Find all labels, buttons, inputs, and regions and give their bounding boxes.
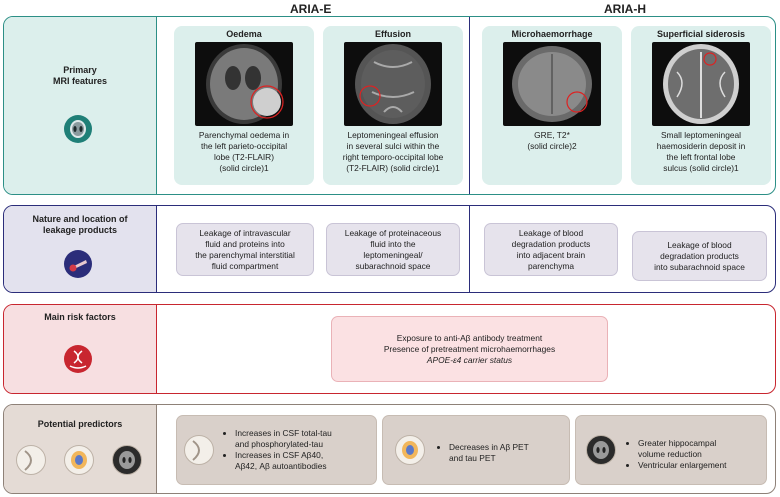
predictor-group-mri: Greater hippocampal volume reduction Ven… [575, 415, 767, 485]
caption-line: Parenchymal oedema in [198, 130, 290, 140]
mri-image-oedema [195, 42, 293, 126]
mri-image-siderosis [652, 42, 750, 126]
mri-image-microhaemorrhage [503, 42, 601, 126]
leakage-box-siderosis: Leakage of blood degradation products in… [632, 231, 767, 281]
leakage-label: Nature and location of leakage products [32, 214, 128, 235]
risk-line-apoe: APOE-ε4 carrier status [426, 354, 513, 365]
aria-divider [469, 206, 470, 292]
mri-label-panel [4, 17, 157, 194]
card-title-oedema: Oedema [226, 29, 262, 39]
aria-divider [469, 17, 470, 194]
caption-line: in several sulci within the [346, 141, 440, 151]
caption-line: (solid circle)2 [527, 141, 577, 151]
section-mri-features: Primary MRI features Oedema Parenchymal … [3, 16, 776, 195]
brain-icon [64, 115, 92, 143]
caption-line: sulcus (solid circle)1 [663, 163, 739, 173]
section-predictors: Potential predictors Increases in CSF to… [3, 404, 776, 494]
predictor-item: Ventricular enlargement [638, 460, 768, 471]
mri-brain-icon [112, 445, 142, 475]
caption-line: Leptomeningeal effusion [347, 130, 439, 140]
caption-line: (T2-FLAIR) (solid circle)1 [346, 163, 440, 173]
leakage-box-effusion: Leakage of proteinaceous fluid into the … [326, 223, 460, 276]
vessel-leak-icon [64, 250, 92, 278]
csf-icon [16, 445, 46, 475]
section-risk-factors: Main risk factors Exposure to anti-Aβ an… [3, 304, 776, 394]
predictor-item: Greater hippocampal volume reduction [638, 438, 768, 460]
risk-line-antibody: Exposure to anti-Aβ antibody treatment [396, 332, 543, 343]
mri-image-effusion [344, 42, 442, 126]
predictor-item: Decreases in Aβ PET and tau PET [449, 442, 569, 464]
caption-effusion: Leptomeningeal effusion in several sulci… [327, 130, 459, 174]
leakage-box-oedema: Leakage of intravascular fluid and prote… [176, 223, 314, 276]
predictor-group-csf: Increases in CSF total-tau and phosphory… [176, 415, 377, 485]
pet-icon [64, 445, 94, 475]
section-leakage: Nature and location of leakage products … [3, 205, 776, 293]
pet-icon [395, 435, 425, 465]
caption-microhaemorrhage: GRE, T2* (solid circle)2 [486, 130, 618, 152]
caption-line: (solid circle)1 [219, 163, 269, 173]
predictor-item: Increases in CSF Aβ40, Aβ42, Aβ autoanti… [235, 450, 385, 472]
card-title-siderosis: Superficial siderosis [656, 29, 746, 39]
caption-line: lobe (T2-FLAIR) [213, 152, 275, 162]
card-microhaemorrhage: Microhaemorrhage GRE, T2* (solid circle)… [482, 26, 622, 185]
dna-hand-icon [64, 345, 92, 373]
header-aria-h: ARIA-H [604, 2, 646, 16]
caption-line: Small leptomeningeal [660, 130, 742, 140]
caption-siderosis: Small leptomeningeal haemosiderin deposi… [635, 130, 767, 174]
caption-line: the left frontal lobe [666, 152, 736, 162]
caption-line: right temporo-occipital lobe [342, 152, 444, 162]
caption-line: the left parieto-occipital [200, 141, 288, 151]
mri-label: Primary MRI features [52, 65, 107, 86]
card-title-effusion: Effusion [375, 29, 411, 39]
card-effusion: Effusion Leptomeningeal effusion in seve… [323, 26, 463, 185]
card-title-microhaemorrhage: Microhaemorrhage [511, 29, 593, 39]
predictor-item: Increases in CSF total-tau and phosphory… [235, 428, 385, 450]
leakage-box-microhaemorrhage: Leakage of blood degradation products in… [484, 223, 618, 276]
header-aria-e: ARIA-E [290, 2, 332, 16]
csf-icon [184, 435, 214, 465]
caption-line: haemosiderin deposit in [656, 141, 746, 151]
card-superficial-siderosis: Superficial siderosis Small leptomeninge… [631, 26, 771, 185]
predictors-label: Potential predictors [37, 419, 123, 429]
card-oedema: Oedema Parenchymal oedema in the left pa… [174, 26, 314, 185]
risk-box: Exposure to anti-Aβ antibody treatment P… [331, 316, 608, 382]
caption-oedema: Parenchymal oedema in the left parieto-o… [178, 130, 310, 174]
mri-brain-icon [586, 435, 616, 465]
caption-line: GRE, T2* [534, 130, 570, 140]
predictor-group-pet: Decreases in Aβ PET and tau PET [382, 415, 570, 485]
risk-label: Main risk factors [44, 312, 116, 322]
risk-line-microhaemorrhages: Presence of pretreatment microhaemorrhag… [383, 343, 556, 354]
